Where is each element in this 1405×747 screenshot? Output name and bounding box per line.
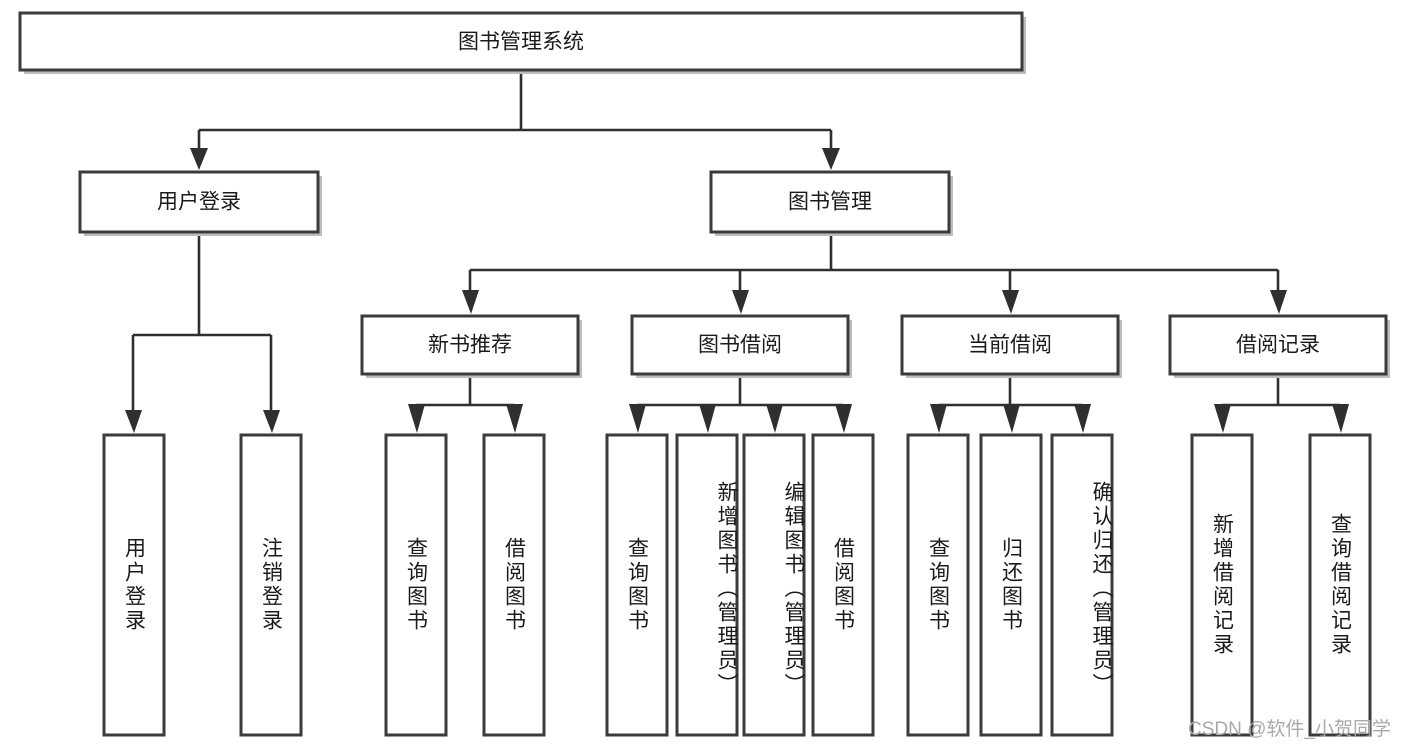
book-management-node-label: 图书管理 [788,191,872,214]
arrow-to-br-add-record [1214,404,1231,433]
borrow-records-node-box[interactable] [1168,314,1388,376]
arrow-to-book-borrow [732,290,749,314]
leaf-cb-confirm-return-box[interactable] [1050,433,1114,737]
arrow-to-user-logout-leaf [263,410,280,433]
leaf-nbr-query-book-box[interactable] [384,433,448,737]
arrow-to-borrow-records [1270,290,1287,314]
arrow-to-current-borrow [1002,290,1019,314]
arrow-to-cb-return-book [1003,404,1020,433]
root-node-label: 图书管理系统 [458,31,584,54]
leaf-bb-query-book-box[interactable] [605,433,669,737]
leaf-nbr-borrow-book-box[interactable] [482,433,546,737]
leaf-cb-return-book-box[interactable] [979,433,1043,737]
book-borrow-node-box[interactable] [630,314,850,376]
new-book-recommend-node-box[interactable] [360,314,580,376]
arrow-to-user-login-leaf [125,410,142,433]
current-borrow-node-box[interactable] [900,314,1120,376]
arrow-to-bb-borrow-book [835,404,852,433]
leaf-bb-borrow-book-box[interactable] [811,433,875,737]
leaf-user-logout-box[interactable] [239,433,303,737]
arrow-to-book-management [822,148,840,170]
leaf-bb-add-book-box[interactable] [675,433,739,737]
arrow-to-bb-edit-book [766,404,783,433]
book-management-node-box[interactable] [709,170,951,234]
leaf-br-query-record-box[interactable] [1308,433,1372,737]
watermark-text: CSDN @软件_小贺同学 [1188,719,1391,740]
user-login-node-label: 用户登录 [157,191,241,214]
leaf-br-add-record-box[interactable] [1190,433,1254,737]
arrow-to-br-query-record [1332,404,1349,433]
arrow-to-bb-add-book [699,404,716,433]
arrow-to-cb-query-book [930,404,947,433]
node-layer: 图书管理系统 用户登录 图书管理 新书推荐 图书借阅 当前借阅 [18,11,1390,737]
user-login-node-box[interactable] [78,170,320,234]
arrow-to-nbr-query-book [408,404,425,433]
current-borrow-node-label: 当前借阅 [968,334,1052,357]
arrow-to-user-login [190,148,208,170]
book-borrow-node-label: 图书借阅 [698,334,782,357]
connector-layer [125,70,1349,433]
arrow-to-nbr-borrow-book [506,404,523,433]
leaf-cb-query-book-box[interactable] [906,433,970,737]
arrow-to-cb-confirm-return [1074,404,1091,433]
new-book-recommend-node-label: 新书推荐 [428,334,512,357]
root-node-box[interactable] [18,11,1024,72]
arrow-to-bb-query-book [629,404,646,433]
borrow-records-node-label: 借阅记录 [1236,334,1320,357]
arrow-to-new-book-recommend [462,290,479,314]
leaf-user-login-box[interactable] [102,433,166,737]
leaf-bb-edit-book-box[interactable] [742,433,806,737]
